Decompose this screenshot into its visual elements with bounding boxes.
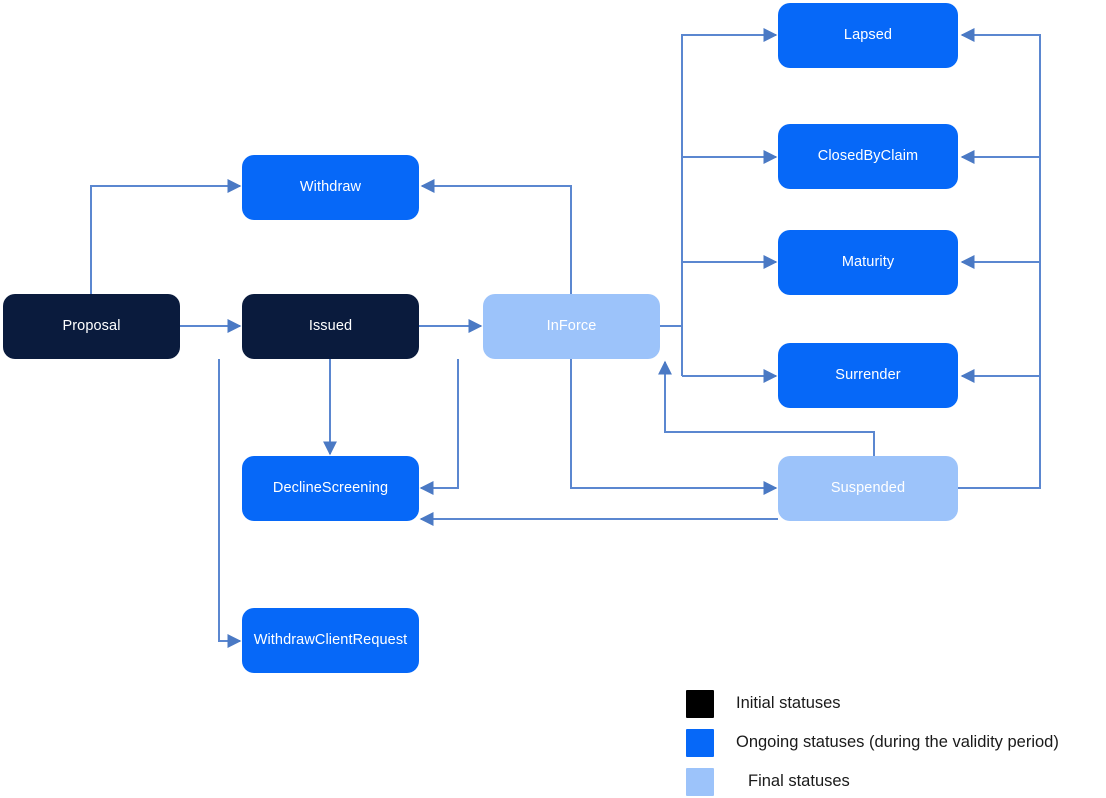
node-maturity[interactable]: Maturity [778,230,958,295]
node-label-lapsed: Lapsed [843,26,893,43]
edge-suspended-to-lapsed [958,28,1041,489]
node-label-inforce: InForce [546,317,597,334]
node-declinescreening[interactable]: DeclineScreening [242,456,419,521]
node-inforce[interactable]: InForce [483,294,660,359]
legend-swatch-final-icon [686,767,714,796]
legend-row-ongoing: Ongoing statuses (during the validity pe… [686,723,1096,762]
legend-label-initial: Initial statuses [736,694,841,712]
node-issued[interactable]: Issued [242,294,419,359]
node-label-suspended: Suspended [830,479,906,496]
legend-swatch-ongoing-icon [686,728,714,757]
node-label-declinescreening: DeclineScreening [272,479,389,496]
node-label-closedbyclaim: ClosedByClaim [817,147,919,164]
node-suspended[interactable]: Suspended [778,456,958,521]
legend-label-final: Final statuses [748,772,850,790]
edge-issued-to-withdrawclientrequest [218,359,242,648]
node-label-surrender: Surrender [835,366,901,383]
legend-label-ongoing: Ongoing statuses (during the validity pe… [736,733,1059,751]
edge-proposal-to-withdraw [90,179,242,294]
node-surrender[interactable]: Surrender [778,343,958,408]
legend-row-final: Final statuses [686,762,1096,798]
edge-inforce-to-declinescreening [419,359,459,495]
node-proposal[interactable]: Proposal [3,294,180,359]
node-label-withdraw: Withdraw [299,178,362,195]
legend-row-initial: Initial statuses [686,684,1096,723]
edge-inforce-to-lapsed [660,28,778,327]
edge-inforce-to-withdraw [420,179,572,294]
node-label-proposal: Proposal [62,317,121,334]
node-label-maturity: Maturity [841,253,895,270]
legend-swatch-initial-icon [686,689,714,718]
node-label-issued: Issued [308,317,353,334]
edge-inforce-to-suspended [570,359,778,495]
node-withdrawclientrequest[interactable]: WithdrawClientRequest [242,608,419,673]
legend: Initial statuses Ongoing statuses (durin… [686,684,1096,798]
node-lapsed[interactable]: Lapsed [778,3,958,68]
node-closedbyclaim[interactable]: ClosedByClaim [778,124,958,189]
node-withdraw[interactable]: Withdraw [242,155,419,220]
node-label-withdrawclientrequest: WithdrawClientRequest [253,631,408,648]
